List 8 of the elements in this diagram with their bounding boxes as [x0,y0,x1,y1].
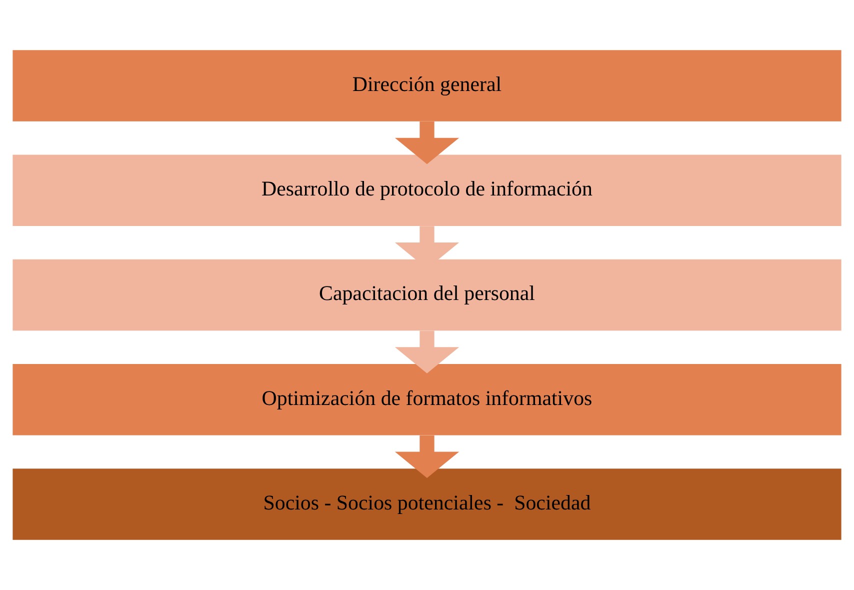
node-box: Dirección general [12,50,842,122]
node-box: Desarrollo de protocolo de información [12,154,842,226]
node-box: Socios - Socios potenciales - Sociedad [12,468,842,540]
arrow [394,435,460,478]
node-box: Optimización de formatos informativos [12,364,842,436]
arrow [394,122,460,164]
node-box: Capacitacion del personal [12,259,842,331]
arrow [394,330,460,374]
